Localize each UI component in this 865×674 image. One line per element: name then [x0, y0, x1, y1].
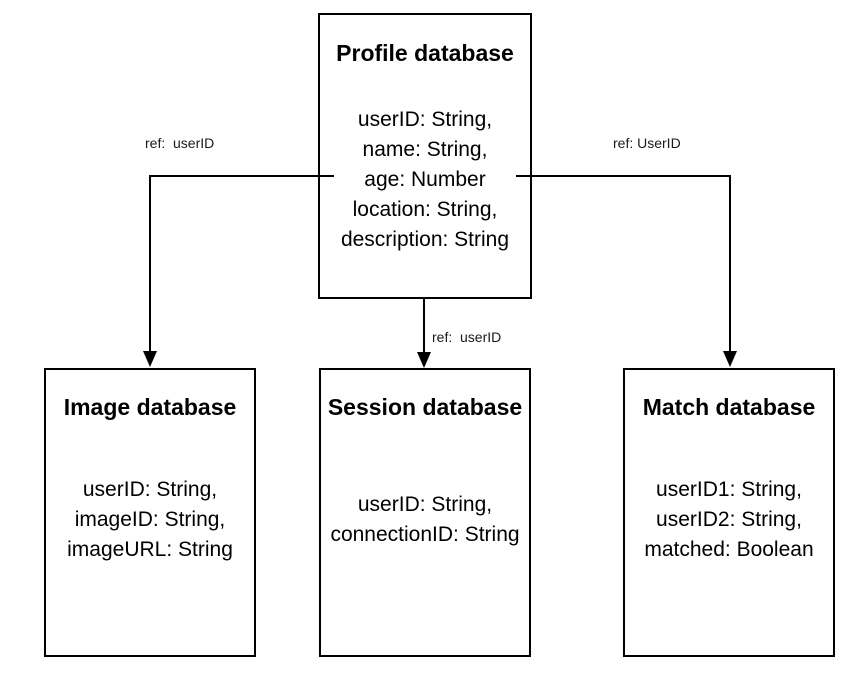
- edge-label-profile-to-match: ref: UserID: [613, 135, 681, 151]
- box-session-database[interactable]: Session database userID: String, connect…: [319, 368, 531, 657]
- box-profile-database[interactable]: Profile database userID: String, name: S…: [318, 13, 532, 299]
- box-profile-title: Profile database: [336, 40, 514, 66]
- connector-profile-to-match: [516, 175, 737, 367]
- edge-label-profile-to-session: ref: userID: [432, 329, 502, 345]
- box-image-fields: userID: String, imageID: String, imageUR…: [67, 478, 233, 561]
- edge-label-profile-to-image: ref: userID: [145, 135, 215, 151]
- box-match-fields: userID1: String, userID2: String, matche…: [644, 478, 814, 561]
- connector-profile-to-session: [417, 299, 431, 368]
- box-match-database[interactable]: Match database userID1: String, userID2:…: [623, 368, 835, 657]
- box-image-title: Image database: [63, 394, 237, 420]
- connector-profile-to-image: [143, 175, 334, 367]
- box-session-fields: userID: String, connectionID: String: [330, 493, 520, 546]
- box-session-title: Session database: [327, 394, 523, 420]
- box-match-title: Match database: [642, 394, 816, 420]
- box-image-database[interactable]: Image database userID: String, imageID: …: [44, 368, 256, 657]
- box-profile-fields: userID: String, name: String, age: Numbe…: [340, 108, 510, 251]
